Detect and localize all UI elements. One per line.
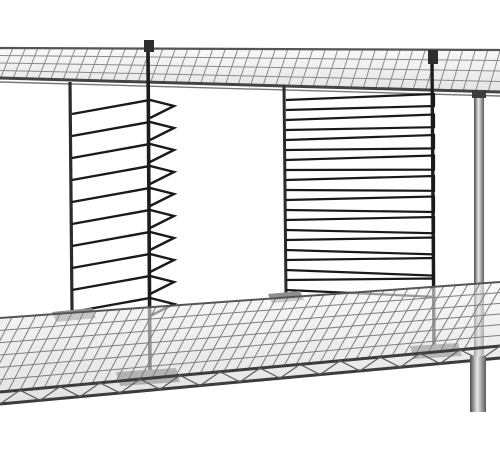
bottom-shelf-wire bbox=[0, 334, 500, 381]
right-divider-rung bbox=[285, 154, 436, 172]
top-shelf-wire bbox=[275, 49, 288, 87]
right-divider-rung bbox=[285, 256, 436, 277]
top-shelf-wire bbox=[287, 50, 301, 87]
top-shelf-wire bbox=[250, 49, 263, 86]
top-shelf-wire bbox=[187, 49, 201, 84]
top-shelf-wire bbox=[412, 50, 426, 91]
top-shelf-wire bbox=[337, 50, 351, 88]
top-shelf-wire bbox=[375, 50, 388, 89]
top-shelf-wire bbox=[0, 48, 13, 79]
top-shelf-wire bbox=[37, 49, 51, 80]
left-divider-rung bbox=[71, 120, 178, 142]
left-divider-rung bbox=[71, 252, 178, 274]
top-shelf-wire bbox=[475, 50, 488, 92]
top-shelf-wire bbox=[175, 49, 188, 84]
left-divider-rung bbox=[71, 142, 178, 164]
top-shelf-wire bbox=[325, 50, 338, 88]
rear-post bbox=[472, 90, 486, 412]
left-divider-rung bbox=[71, 230, 178, 252]
front-right-post bbox=[428, 50, 438, 64]
right-divider-rung bbox=[285, 113, 436, 132]
top-shelf-wire bbox=[212, 49, 226, 85]
left-divider-rung bbox=[71, 186, 178, 208]
left-divider-rung bbox=[71, 208, 178, 230]
top-shelf-wire bbox=[200, 49, 213, 85]
top-shelf-wire bbox=[262, 49, 276, 86]
top-shelf-wire bbox=[75, 49, 88, 81]
top-shelf-wire bbox=[87, 49, 101, 81]
front-left-post bbox=[144, 40, 154, 52]
top-shelf-wire bbox=[387, 50, 401, 90]
top-shelf-wire bbox=[0, 70, 500, 82]
top-shelf-wire bbox=[400, 50, 413, 90]
top-shelf-wire bbox=[0, 62, 500, 72]
top-shelf-wire bbox=[12, 48, 26, 79]
top-shelf-wire bbox=[125, 49, 138, 83]
right-divider-rung bbox=[285, 215, 436, 235]
bottom-shelf-wire bbox=[0, 302, 500, 344]
top-shelf-wire bbox=[0, 55, 500, 61]
left-divider-rung bbox=[71, 98, 178, 120]
bottom-shelf-wire bbox=[0, 292, 500, 331]
top-shelf-wire bbox=[112, 49, 126, 82]
top-shelf-wire bbox=[62, 49, 76, 81]
top-shelf-wire bbox=[487, 50, 500, 93]
top-shelf-wire bbox=[50, 49, 63, 80]
top-shelf-wire bbox=[100, 49, 113, 82]
top-shelf-wire bbox=[312, 50, 326, 88]
right-divider-rung bbox=[285, 174, 436, 192]
left-divider-rung bbox=[71, 274, 178, 296]
top-shelf-wire bbox=[25, 48, 38, 80]
bottom-shelf-wire bbox=[0, 324, 500, 368]
shelf-truss-wire bbox=[0, 345, 500, 405]
top-shelf-wire bbox=[237, 49, 251, 86]
top-shelf-wire bbox=[437, 50, 451, 91]
top-shelf-wire bbox=[150, 49, 163, 83]
right-divider-rung bbox=[285, 133, 436, 152]
top-shelf-wire bbox=[225, 49, 238, 85]
left-divider-rung bbox=[71, 164, 178, 186]
bottom-shelf-wire bbox=[0, 313, 500, 356]
rear-post-foot bbox=[470, 356, 486, 412]
right-divider-rung bbox=[285, 195, 436, 214]
top-shelf-wire bbox=[462, 50, 476, 92]
top-shelf-wire bbox=[450, 50, 463, 92]
bottom-wire-shelf bbox=[0, 281, 500, 406]
top-wire-shelf bbox=[0, 46, 500, 97]
right-divider-rung bbox=[285, 92, 436, 112]
top-shelf-wire bbox=[362, 50, 376, 89]
right-divider-rung bbox=[285, 236, 436, 256]
top-shelf-wire bbox=[350, 50, 363, 89]
top-shelf-wire bbox=[300, 50, 313, 87]
top-shelf-wire bbox=[162, 49, 176, 84]
